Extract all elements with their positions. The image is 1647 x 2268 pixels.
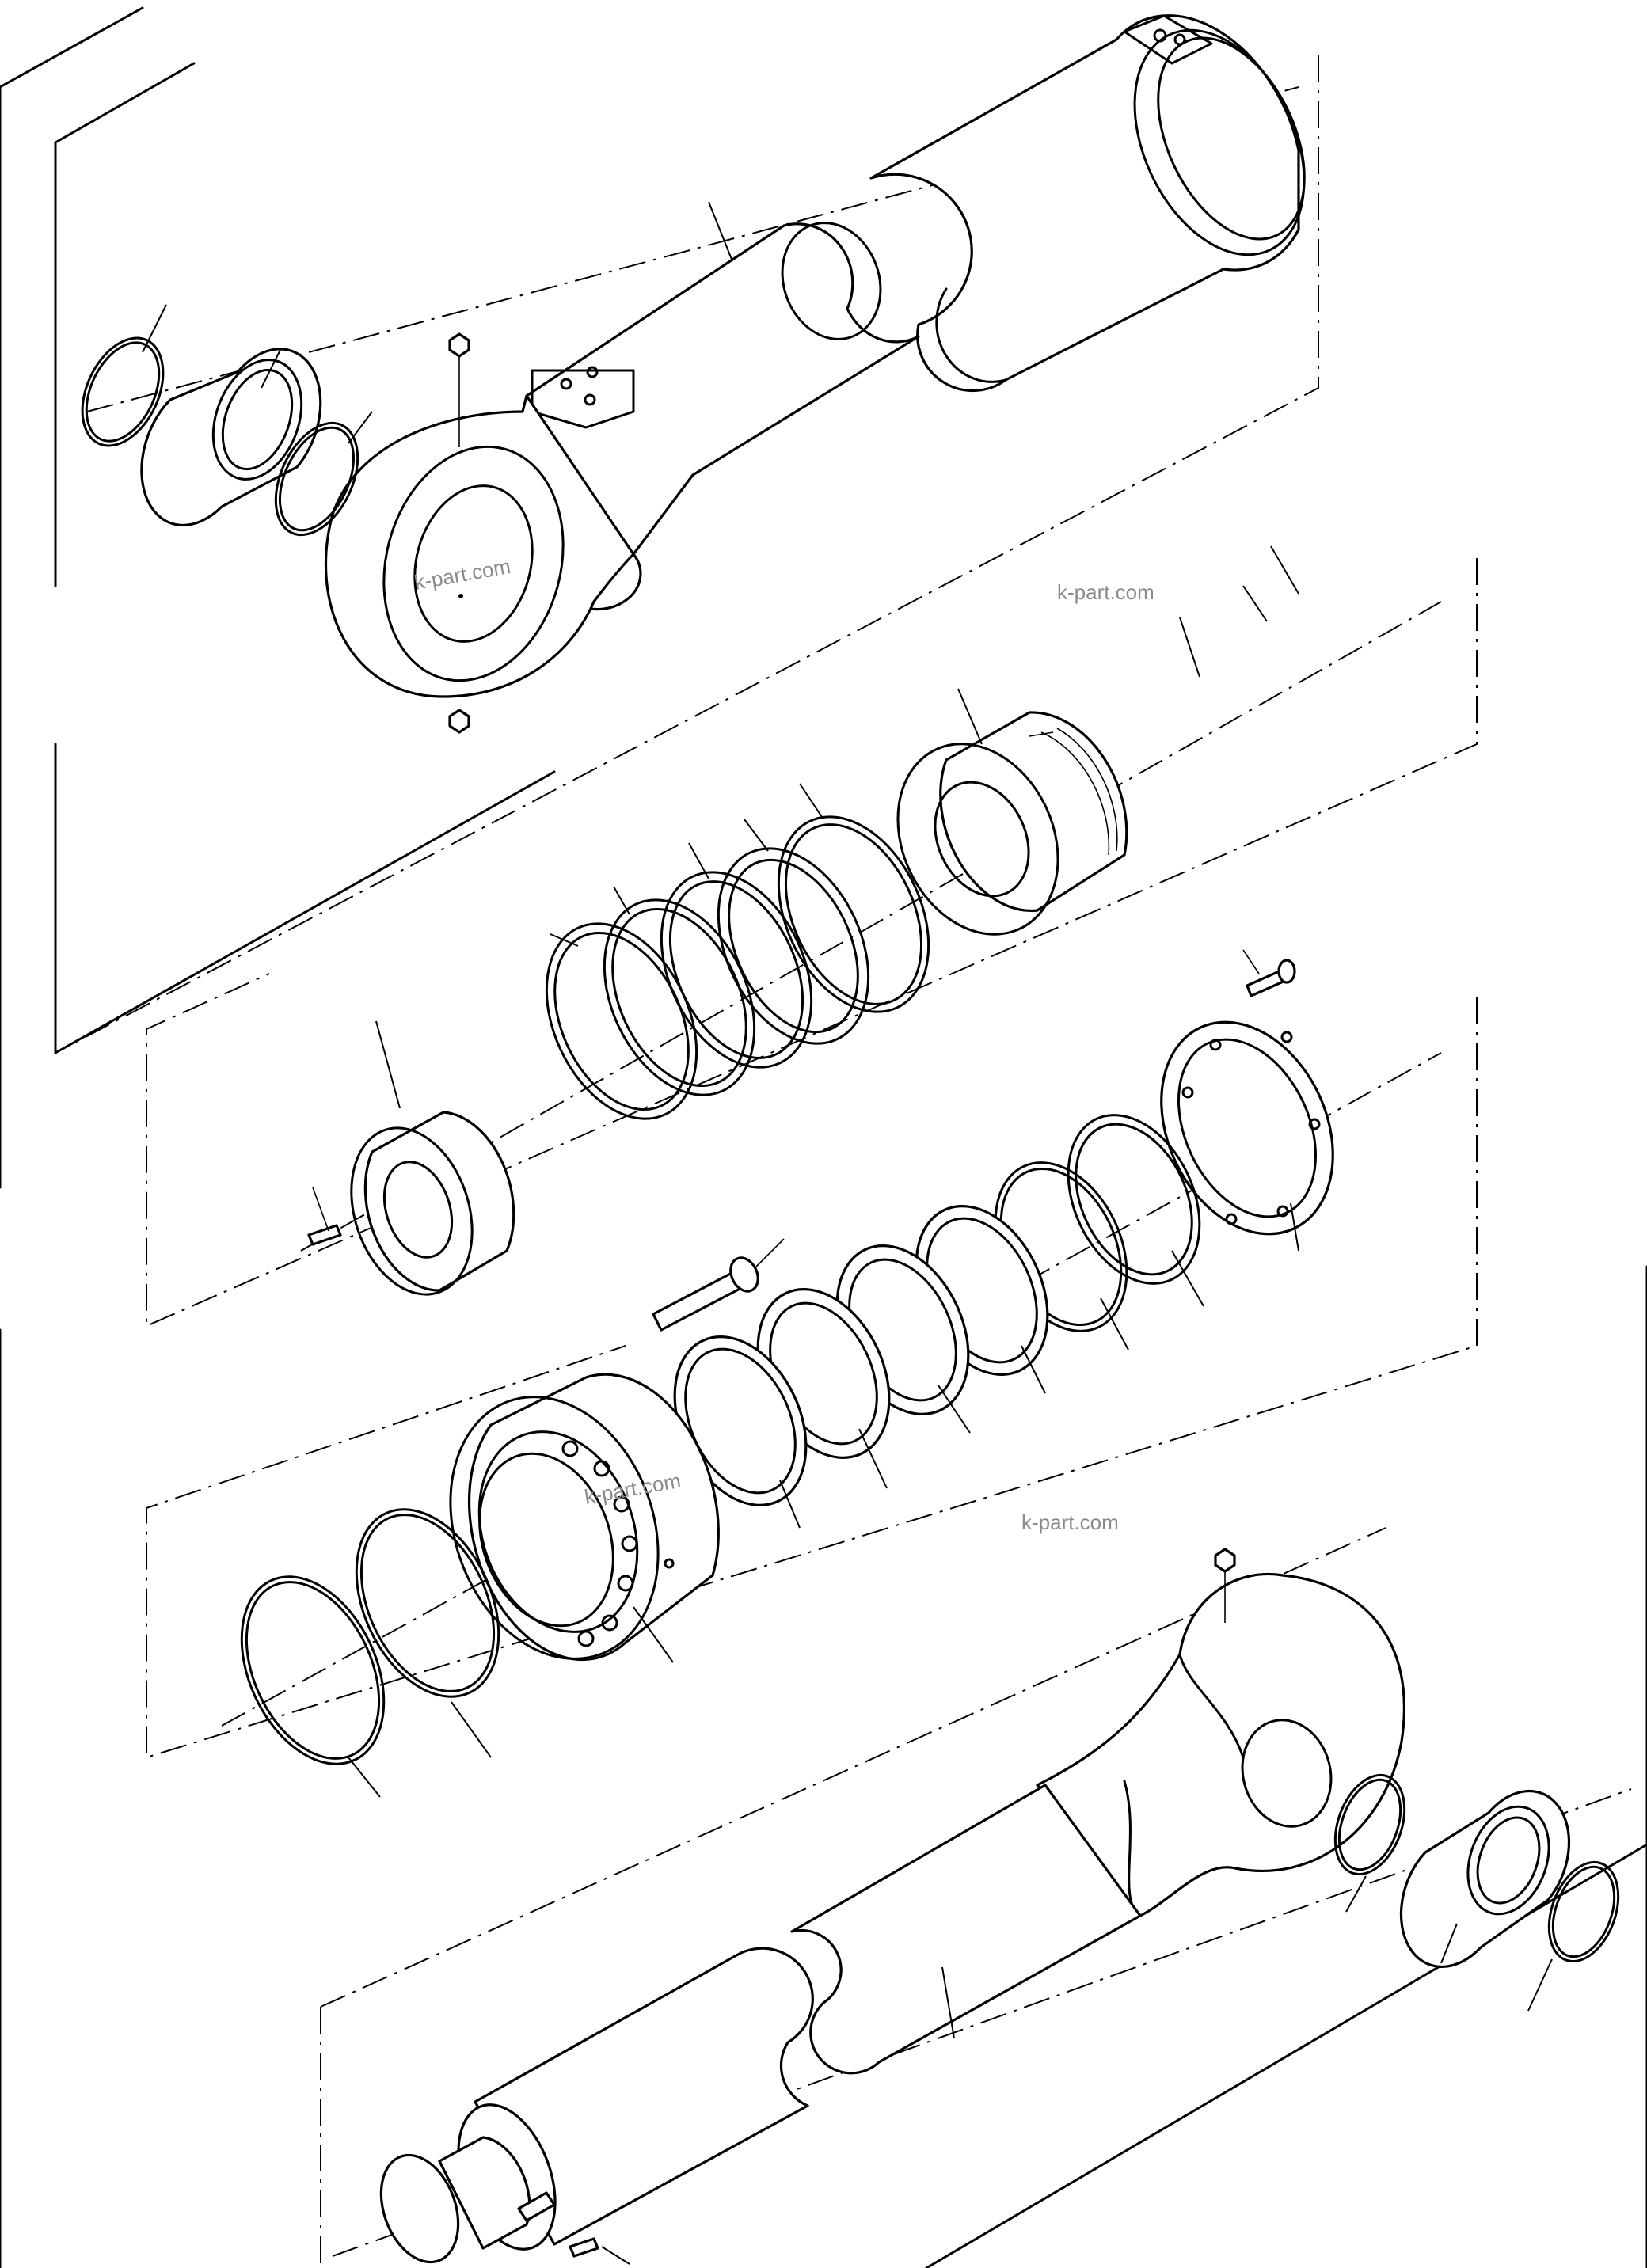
leader-line xyxy=(550,933,579,947)
wear-ring xyxy=(777,815,930,1013)
leader-line xyxy=(744,819,769,852)
flange-plate xyxy=(1160,1020,1334,1236)
retaining-ring-inner xyxy=(278,426,356,532)
leader-line xyxy=(261,348,282,389)
piston-rod-group xyxy=(379,1548,1620,2264)
leader-line xyxy=(1171,1250,1204,1307)
leader-line xyxy=(348,411,373,444)
leader-line xyxy=(957,688,983,745)
wear-ring xyxy=(545,922,698,1120)
retaining-ring xyxy=(1333,1773,1406,1876)
leader-line xyxy=(1179,617,1200,678)
leader-line xyxy=(1270,545,1299,595)
tube-near-segment xyxy=(324,222,920,698)
rod-bushing xyxy=(1399,1789,1571,1969)
boundary-rod-seal xyxy=(146,997,1478,1759)
leader-lines xyxy=(142,201,1553,2265)
key xyxy=(569,2237,599,2258)
cylinder-head xyxy=(449,1373,720,1662)
piston-ring xyxy=(603,898,756,1096)
watermark-text: k-part.com xyxy=(1057,580,1154,604)
leader-line xyxy=(708,201,733,262)
tube-far-segment xyxy=(869,14,1306,393)
leader-line xyxy=(1100,1297,1129,1351)
boundary-piston-seal xyxy=(146,558,1478,1328)
grease-nipple-rod xyxy=(1214,1548,1236,1623)
grease-nipple-top xyxy=(448,332,470,447)
piston xyxy=(896,711,1128,936)
o-ring xyxy=(355,1508,500,1698)
leader-line xyxy=(1345,1875,1367,1913)
retaining-ring-inner xyxy=(85,341,161,443)
bushing xyxy=(140,348,322,527)
leader-line xyxy=(375,1020,401,1109)
piston-seal xyxy=(717,847,870,1045)
piston-nut xyxy=(350,1111,515,1296)
rod-near-segment xyxy=(379,1947,814,2264)
leader-line xyxy=(1290,1202,1299,1252)
socket-bolt xyxy=(652,1238,785,1332)
set-screw xyxy=(307,1187,342,1246)
cylinder-tube-group xyxy=(81,14,1306,734)
rod-eye xyxy=(1036,1573,1405,1917)
leader-line xyxy=(613,886,630,915)
dust-seal xyxy=(1067,1114,1201,1285)
leader-line xyxy=(688,842,709,879)
leader-line xyxy=(941,1966,955,2039)
o-ring xyxy=(240,1575,386,1765)
leader-line xyxy=(938,1385,971,1434)
piston-seal-group xyxy=(307,711,1128,1296)
leader-line xyxy=(779,1480,801,1529)
retaining-ring xyxy=(81,336,165,447)
leader-line xyxy=(348,1757,381,1798)
frame-line xyxy=(54,62,196,144)
leader-line xyxy=(142,304,167,353)
rod-seal-group xyxy=(652,949,1334,1506)
leader-line xyxy=(1021,1345,1046,1394)
retaining-ring xyxy=(274,421,359,537)
frame-line xyxy=(54,770,556,1054)
leader-line xyxy=(451,1701,492,1758)
leader-line xyxy=(601,2246,630,2265)
leader-line xyxy=(858,1428,888,1489)
retaining-ring xyxy=(1547,1860,1620,1963)
grease-nipple-bottom xyxy=(448,709,470,734)
leader-line xyxy=(633,1606,674,1663)
leader-line xyxy=(1440,1923,1458,1964)
leader-line xyxy=(799,783,824,820)
leader-line xyxy=(1527,1958,1553,2012)
rod-far-segment xyxy=(790,1784,1142,2075)
leader-line xyxy=(1242,585,1268,622)
watermark-text: k-part.com xyxy=(1021,1510,1119,1534)
frame-line xyxy=(0,6,144,89)
boundary-cylinder-tube xyxy=(55,55,1319,1054)
cylinder-head-group xyxy=(240,1373,720,1765)
socket-bolt-top xyxy=(1242,949,1296,997)
